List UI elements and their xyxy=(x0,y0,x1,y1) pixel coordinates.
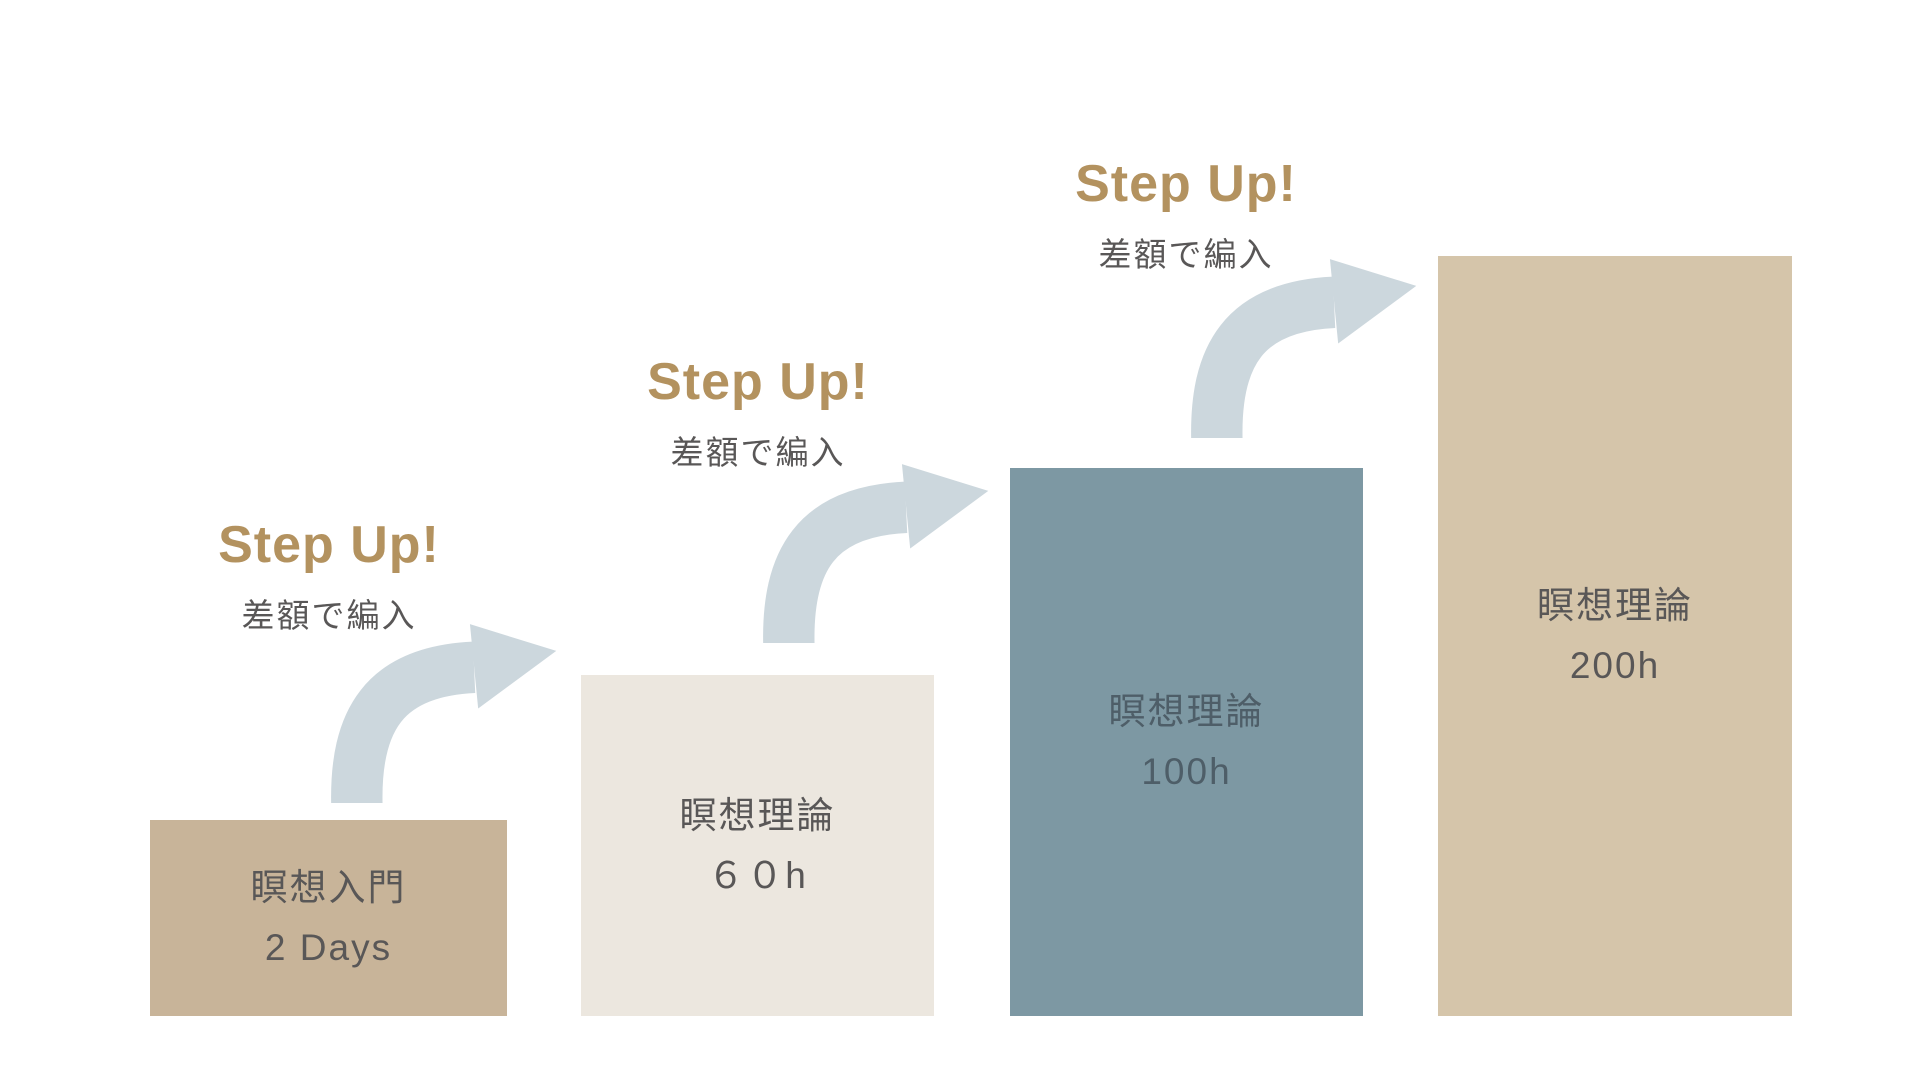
course-duration: 100h xyxy=(1141,751,1232,792)
course-title: 瞑想入門 xyxy=(250,867,407,909)
arrow-curve xyxy=(763,481,908,643)
course-box-1: 瞑想入門 2 Days xyxy=(150,820,507,1016)
step-up-label-2: Step Up! 差額で編入 xyxy=(598,352,918,474)
step-up-arrow-icon xyxy=(763,464,989,643)
arrow-head xyxy=(1329,259,1417,344)
step-up-arrow-icon xyxy=(1191,259,1417,438)
course-box-4: 瞑想理論 200h xyxy=(1438,256,1792,1016)
step-up-subtitle: 差額で編入 xyxy=(670,434,846,471)
arrow-head xyxy=(901,464,989,549)
course-box-3: 瞑想理論 100h xyxy=(1010,468,1363,1016)
step-up-label-3: Step Up! 差額で編入 xyxy=(1026,154,1346,276)
step-up-label-1: Step Up! 差額で編入 xyxy=(169,515,489,637)
arrow-curve xyxy=(1191,276,1336,438)
arrow-head xyxy=(469,624,557,709)
course-box-2: 瞑想理論 ６０h xyxy=(581,675,934,1016)
course-box-text: 瞑想理論 100h xyxy=(1109,682,1265,802)
course-box-text: 瞑想理論 ６０h xyxy=(680,786,836,906)
course-box-text: 瞑想理論 200h xyxy=(1537,576,1693,696)
course-title: 瞑想理論 xyxy=(679,794,836,836)
step-up-arrow-icon xyxy=(331,624,557,803)
step-up-title: Step Up! xyxy=(647,353,869,411)
course-box-text: 瞑想入門 2 Days xyxy=(251,858,407,978)
course-duration: ６０h xyxy=(707,854,808,896)
course-title: 瞑想理論 xyxy=(1537,585,1693,627)
course-duration: 200h xyxy=(1569,645,1661,686)
step-up-subtitle: 差額で編入 xyxy=(241,597,417,634)
step-up-title: Step Up! xyxy=(218,516,440,574)
step-up-title: Step Up! xyxy=(1075,155,1297,213)
arrow-curve xyxy=(331,641,476,803)
step-up-subtitle: 差額で編入 xyxy=(1098,236,1274,273)
course-title: 瞑想理論 xyxy=(1108,691,1265,733)
course-duration: 2 Days xyxy=(264,927,393,968)
